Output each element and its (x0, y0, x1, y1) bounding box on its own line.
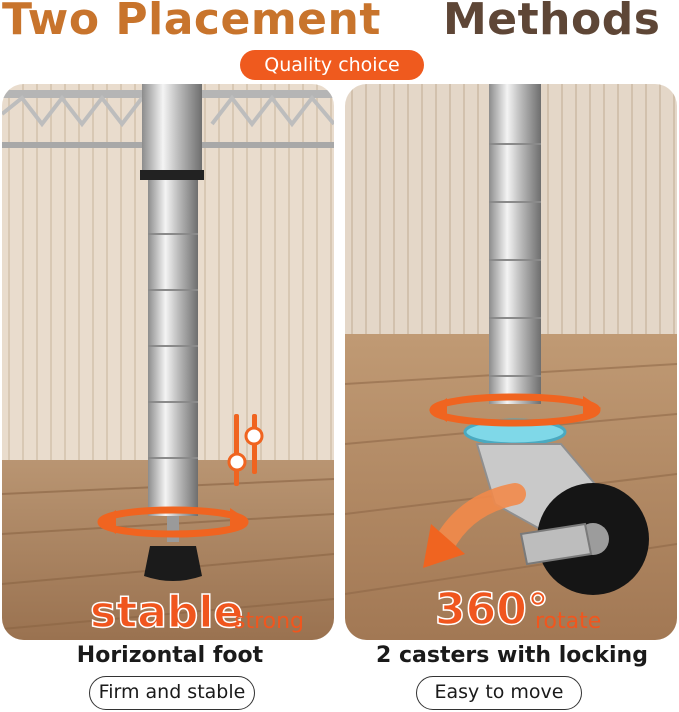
horizontal-foot-caption: Horizontal foot (76, 643, 264, 668)
casters-caption: 2 casters with locking (376, 643, 648, 668)
casters-panel: 360° rotate (345, 84, 677, 640)
360-overlay-text: 360° (435, 584, 549, 635)
caster-wheel-illustration: 360° rotate (345, 84, 677, 640)
horizontal-foot-illustration: stable strong (2, 84, 334, 640)
page-title: Two Placement Methods (0, 0, 679, 46)
quality-badge: Quality choice (240, 50, 424, 80)
horizontal-foot-panel: stable strong (2, 84, 334, 640)
firm-stable-pill: Firm and stable (89, 676, 255, 710)
stable-overlay-text: stable (90, 587, 243, 638)
rotate-overlay-text: rotate (535, 609, 601, 634)
strong-overlay-text: strong (234, 609, 304, 634)
title-part-2: Methods (443, 0, 661, 45)
easy-move-pill: Easy to move (416, 676, 582, 710)
title-part-1: Two Placement (2, 0, 381, 45)
